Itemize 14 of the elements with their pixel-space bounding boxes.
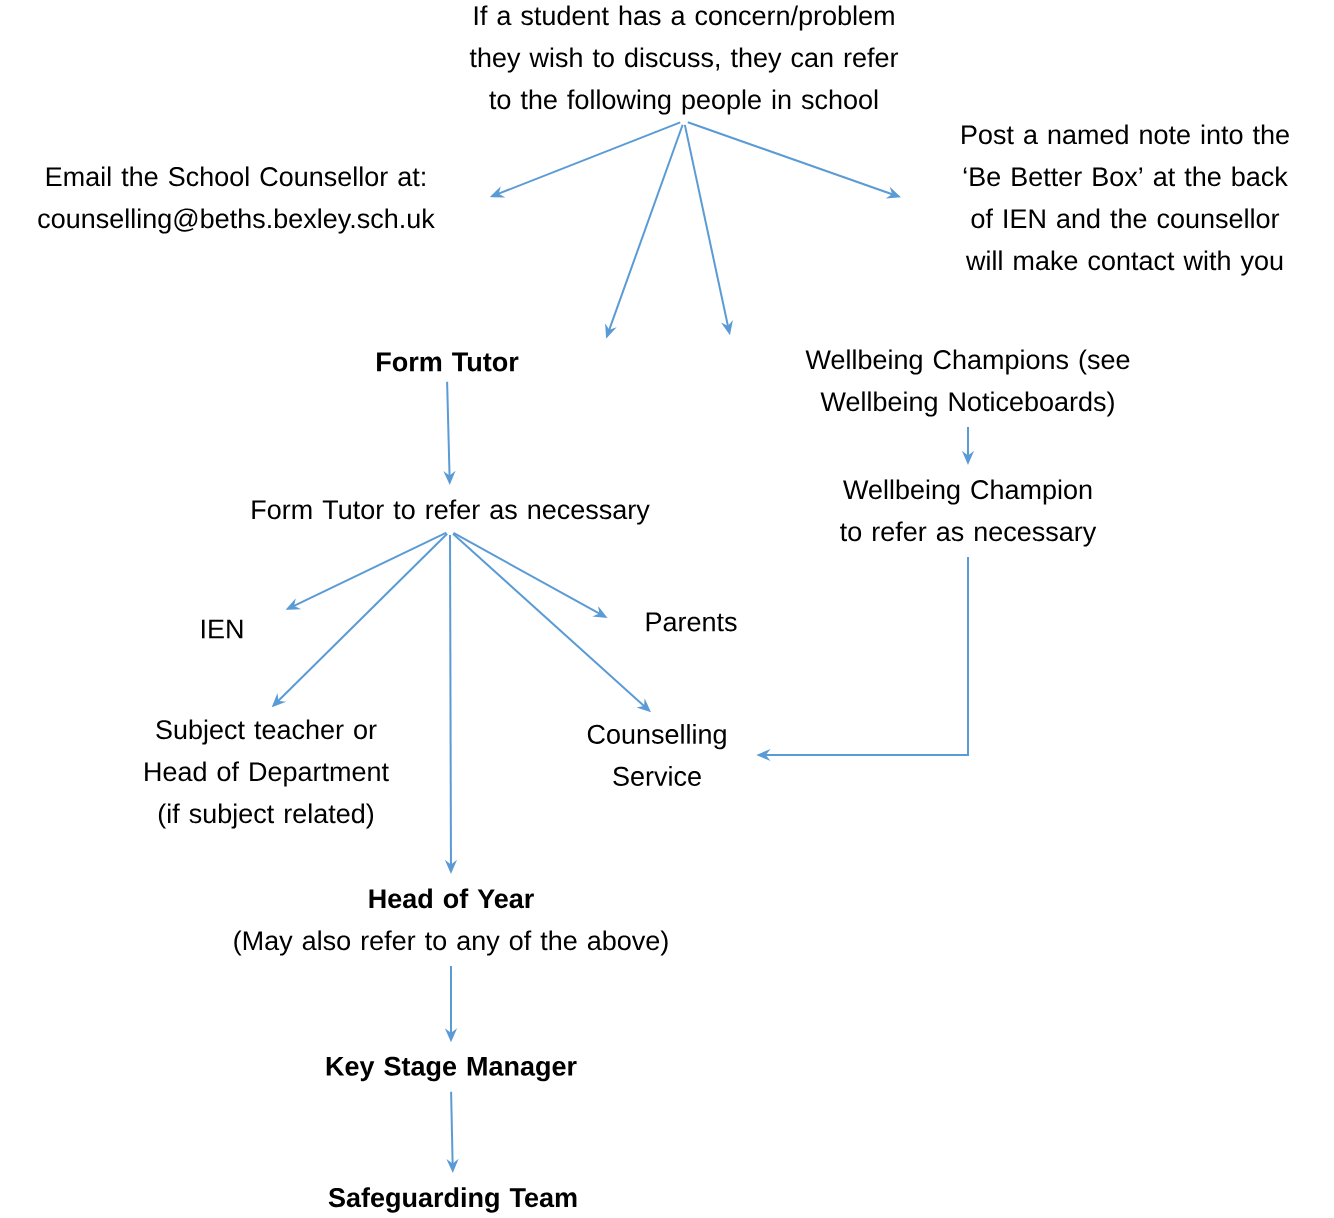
email-text: Email the School Counsellor at: counselling@beths.bexley.sch.uk — [38, 166, 435, 234]
option-label: IEN — [202, 619, 243, 639]
option-label: Subject teacher or Head of Department (if subject related) — [145, 719, 389, 829]
option-label: Parents — [646, 612, 737, 632]
option-label: Counselling Service — [587, 724, 726, 786]
role-label: Key Stage Manager — [326, 1056, 577, 1082]
role-label: Head of Year (May also refer to any of the above) — [234, 888, 668, 956]
role-label: Wellbeing Champions (see Wellbeing Noticeboards) — [805, 349, 1130, 417]
step-text: Form Tutor to refer as necessary — [252, 499, 650, 525]
instruction-text: Post a named note into the ‘Be Better Box’ at the back of IEN and the counsellor will make contact with you — [962, 124, 1289, 276]
intro-text: If a student has a concern/problem they wish to discuss, they can refer to the following people in school — [469, 5, 899, 115]
role-label: Form Tutor — [377, 352, 519, 372]
role-label: Safeguarding Team — [328, 1187, 577, 1213]
step-text: Wellbeing Champion to refer as necessary — [840, 479, 1097, 547]
